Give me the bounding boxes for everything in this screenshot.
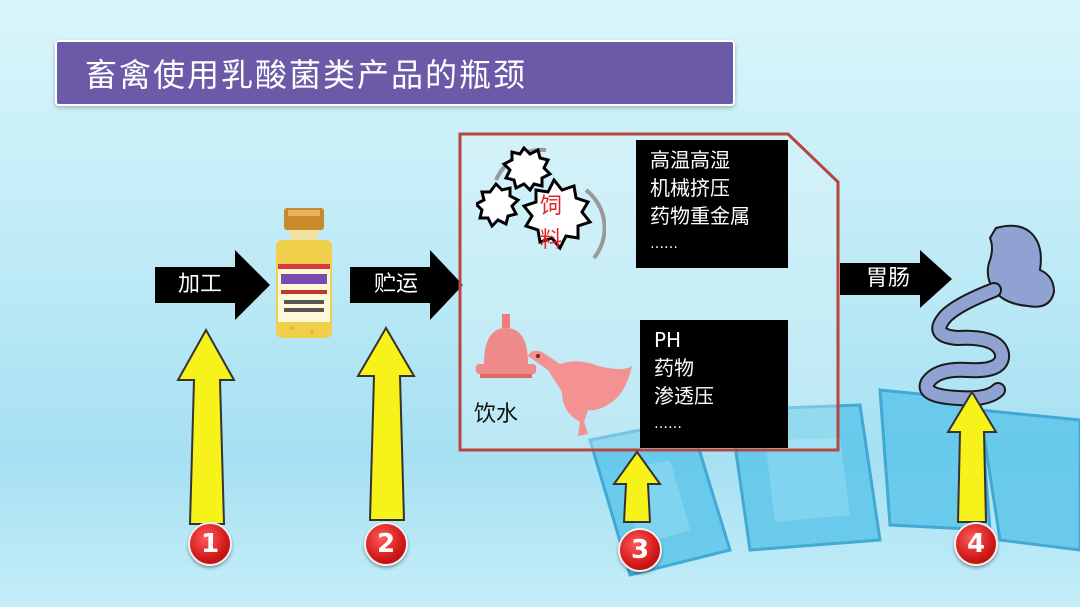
- probiotic-bottle-icon: [276, 208, 332, 338]
- storage-label: 贮运: [374, 272, 419, 297]
- chicken-icon: [528, 350, 632, 436]
- processing-label: 加工: [178, 272, 223, 297]
- water-dispenser-icon: [476, 314, 536, 378]
- gut-label: 胃肠: [866, 266, 911, 291]
- feed-label-1: 饲: [540, 194, 563, 219]
- stomach-intestine-icon: [918, 224, 1056, 407]
- feed-label-2: 料: [540, 228, 563, 253]
- feed-factor: 高温高湿: [650, 148, 730, 172]
- gears-icon: [476, 145, 606, 260]
- water-factor: 药物: [654, 356, 694, 380]
- water-factor: ……: [654, 416, 682, 432]
- water-label: 饮水: [474, 402, 519, 427]
- step-badge-2: 2: [364, 522, 408, 566]
- water-factor: 渗透压: [654, 384, 714, 408]
- step-badge-4: 4: [954, 522, 998, 566]
- yellow-arrow-1: [176, 328, 236, 525]
- processing-arrow: [155, 250, 270, 320]
- feed-factor: ……: [650, 236, 678, 252]
- feed-factor: 机械挤压: [650, 176, 730, 200]
- feed-factors-box: 高温高湿 机械挤压 药物重金属 ……: [636, 140, 788, 268]
- storage-arrow: [350, 250, 463, 320]
- yellow-arrow-2: [356, 326, 416, 521]
- step-badge-1: 1: [188, 522, 232, 566]
- gut-arrow: [840, 250, 952, 308]
- yellow-arrow-3: [612, 450, 662, 523]
- water-factor: PH: [654, 328, 682, 352]
- step-badge-3: 3: [618, 528, 662, 572]
- page-title: 畜禽使用乳酸菌类产品的瓶颈: [55, 40, 735, 106]
- feed-factor: 药物重金属: [650, 204, 750, 228]
- water-factors-box: PH 药物 渗透压 ……: [640, 320, 788, 448]
- yellow-arrow-4: [946, 390, 998, 523]
